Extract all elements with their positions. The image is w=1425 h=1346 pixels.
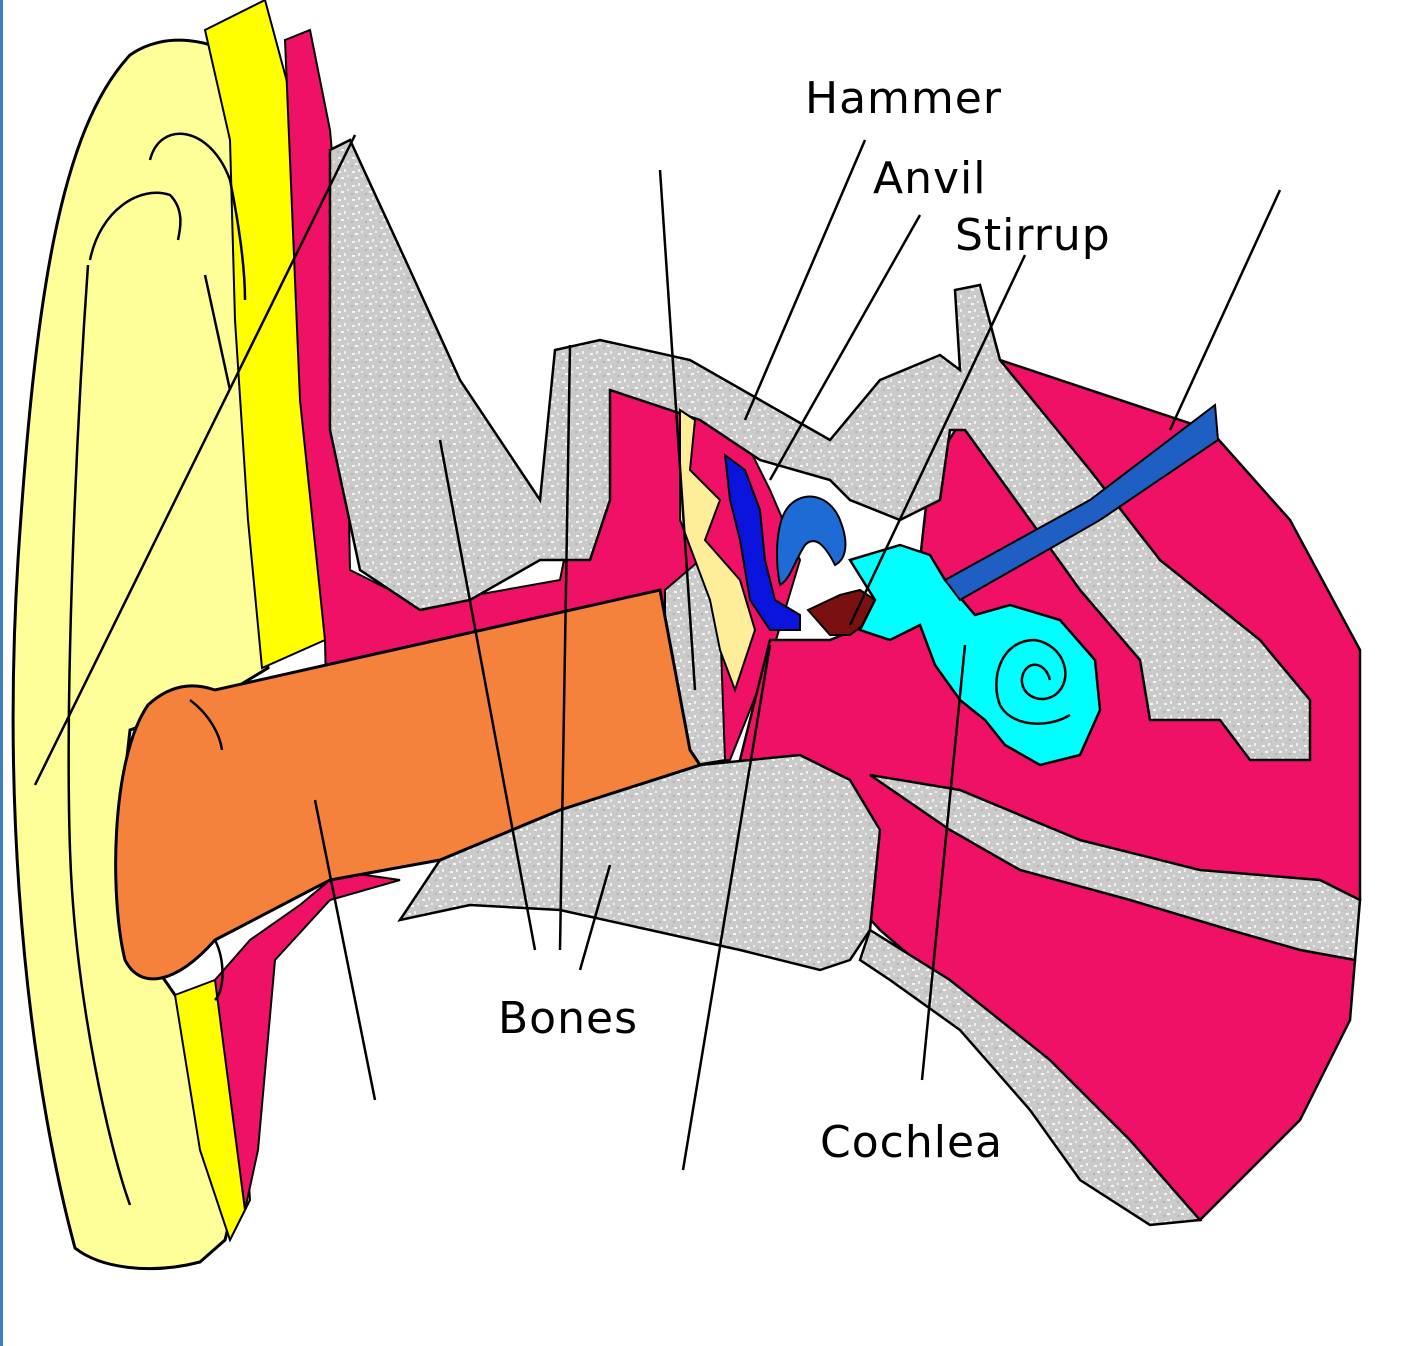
frame-edge bbox=[0, 0, 3, 1346]
anvil-bone bbox=[776, 495, 847, 587]
cochlea-spiral bbox=[995, 638, 1071, 725]
pointer-line bbox=[558, 344, 572, 951]
hammer-bone bbox=[723, 452, 801, 631]
label-hammer: Hammer bbox=[805, 73, 1002, 124]
pointer-line bbox=[438, 439, 537, 951]
ear-canal bbox=[114, 588, 703, 981]
pinna-contour bbox=[148, 132, 247, 301]
pointer-line bbox=[33, 134, 357, 786]
pointer-line bbox=[920, 644, 967, 1081]
pointer-line bbox=[313, 799, 377, 1101]
auditory-nerve bbox=[943, 403, 1220, 602]
label-anvil: Anvil bbox=[873, 153, 986, 204]
bone-upper bbox=[328, 138, 1312, 762]
label-stirrup: Stirrup bbox=[955, 210, 1111, 261]
pinna-contour bbox=[213, 939, 224, 1001]
pinna-contour bbox=[67, 264, 132, 1206]
pointer-line bbox=[578, 864, 612, 971]
label-cochlea: Cochlea bbox=[820, 1117, 1003, 1168]
pointer-line bbox=[658, 169, 697, 691]
pointer-line bbox=[1168, 189, 1282, 431]
bone-right-lower bbox=[869, 773, 1362, 962]
bone-bottom-wedge bbox=[858, 928, 1203, 1227]
pointer-line bbox=[848, 254, 1027, 626]
label-bones: Bones bbox=[498, 993, 638, 1044]
pointer-line bbox=[743, 139, 867, 421]
eardrum bbox=[679, 408, 757, 693]
pointer-line bbox=[768, 214, 922, 481]
pointer-line bbox=[681, 644, 772, 1171]
pinna-contour bbox=[203, 274, 232, 391]
pinna-contour bbox=[88, 191, 182, 261]
pinna-contour bbox=[189, 699, 224, 751]
